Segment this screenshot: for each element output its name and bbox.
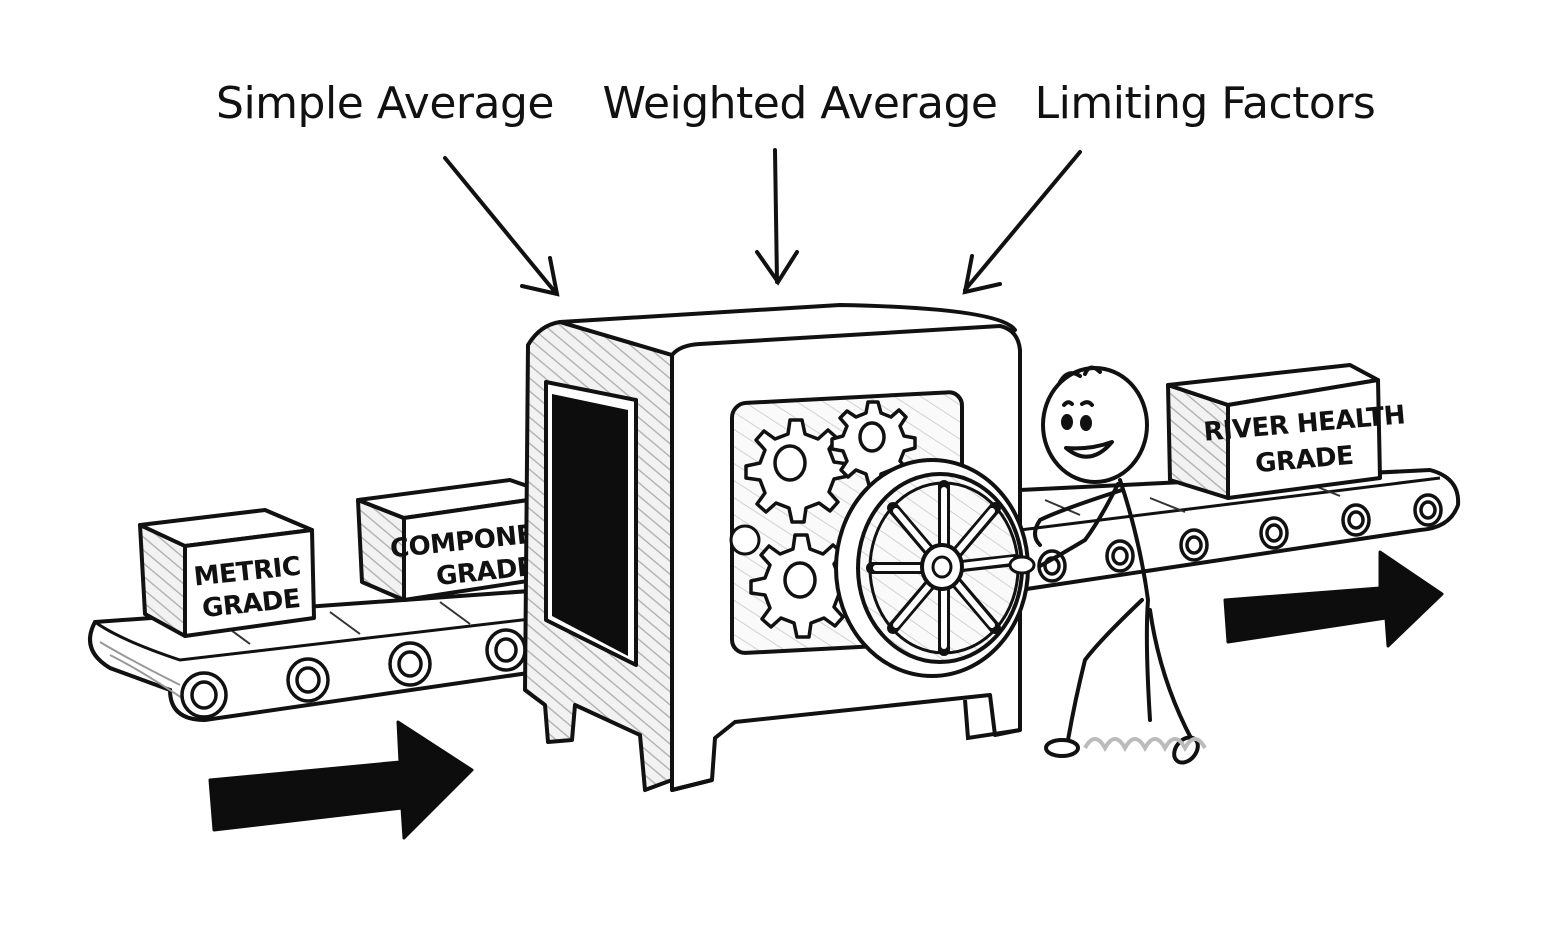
hand-wheel-icon[interactable]: [834, 458, 1036, 678]
roller: [1037, 493, 1443, 583]
label-weighted-average: Weighted Average: [603, 78, 998, 129]
component-grade-box: COMPONENT GRADE: [356, 478, 574, 602]
output-conveyor: [1018, 468, 1461, 592]
operator-figure: [1033, 365, 1200, 765]
output-flow-arrow-icon: [1223, 550, 1444, 648]
operator-head: [1041, 366, 1149, 484]
arrow-limiting-factors: [962, 150, 1082, 295]
metric-grade-box: METRIC GRADE: [138, 508, 316, 638]
input-flow-arrow-icon: [208, 720, 474, 840]
gear-icon: [729, 524, 761, 556]
river-health-grade-box: RIVER HEALTH GRADE: [1166, 363, 1406, 500]
arrow-simple-average: [443, 156, 560, 297]
label-simple-average: Simple Average: [216, 78, 554, 129]
gear-icon: [744, 418, 850, 524]
arrow-weighted-average: [755, 148, 799, 286]
gear-icon: [749, 533, 855, 639]
label-limiting-factors: Limiting Factors: [1035, 78, 1376, 129]
motion-scribble: [1083, 737, 1207, 753]
